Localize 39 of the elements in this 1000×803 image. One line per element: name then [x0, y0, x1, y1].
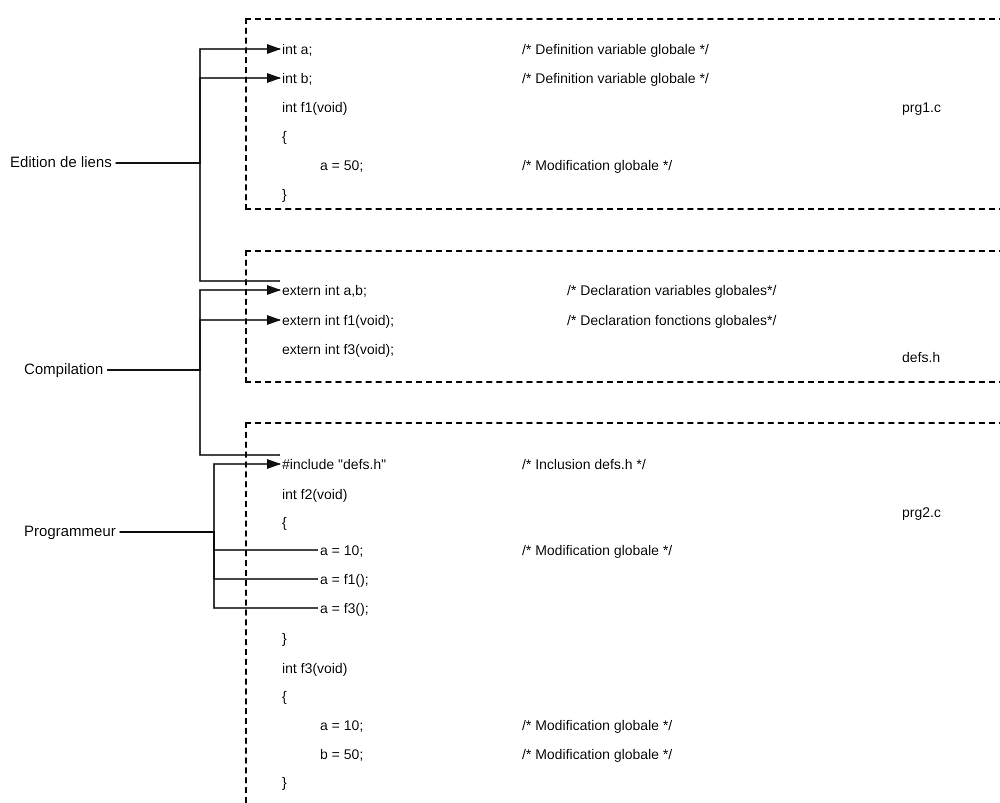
- code-comment: /* Definition variable globale */: [522, 40, 709, 59]
- file-name: defs.h: [902, 348, 940, 367]
- code-line: a = 10;: [320, 714, 364, 736]
- code-line: extern int a,b;: [282, 279, 367, 301]
- step-label: Edition de liens: [10, 152, 112, 174]
- code-comment: /* Modification globale */: [522, 745, 672, 764]
- code-comment: /* Declaration fonctions globales*/: [567, 311, 776, 330]
- code-line: int b;: [282, 67, 312, 89]
- code-comment: /* Declaration variables globales*/: [567, 281, 776, 300]
- file-box: [245, 422, 1000, 803]
- file-box: [245, 250, 1000, 383]
- code-comment: /* Modification globale */: [522, 541, 672, 560]
- code-line: a = 10;: [320, 539, 364, 561]
- code-line: b = 50;: [320, 743, 364, 765]
- code-line: }: [282, 183, 287, 205]
- code-comment: /* Modification globale */: [522, 716, 672, 735]
- step-label: Compilation: [24, 359, 104, 381]
- code-line: int f2(void): [282, 483, 348, 505]
- code-comment: /* Definition variable globale */: [522, 69, 709, 88]
- file-name: prg2.c: [902, 503, 941, 522]
- code-comment: /* Inclusion defs.h */: [522, 455, 646, 474]
- code-line: #include "defs.h": [282, 453, 386, 475]
- code-line: {: [282, 125, 287, 147]
- step-label: Programmeur: [24, 521, 116, 543]
- code-line: int f3(void): [282, 657, 348, 679]
- code-line: }: [282, 627, 287, 649]
- code-line: a = f1();: [320, 568, 369, 590]
- code-line: a = 50;: [320, 154, 364, 176]
- code-line: int a;: [282, 38, 312, 60]
- code-line: {: [282, 685, 287, 707]
- file-name: prg1.c: [902, 98, 941, 117]
- code-comment: /* Modification globale */: [522, 156, 672, 175]
- code-line: }: [282, 771, 287, 793]
- code-line: a = f3();: [320, 597, 369, 619]
- code-line: {: [282, 511, 287, 533]
- code-line: extern int f3(void);: [282, 338, 394, 360]
- code-line: extern int f1(void);: [282, 309, 394, 331]
- code-line: int f1(void): [282, 96, 348, 118]
- file-box: [245, 18, 1000, 210]
